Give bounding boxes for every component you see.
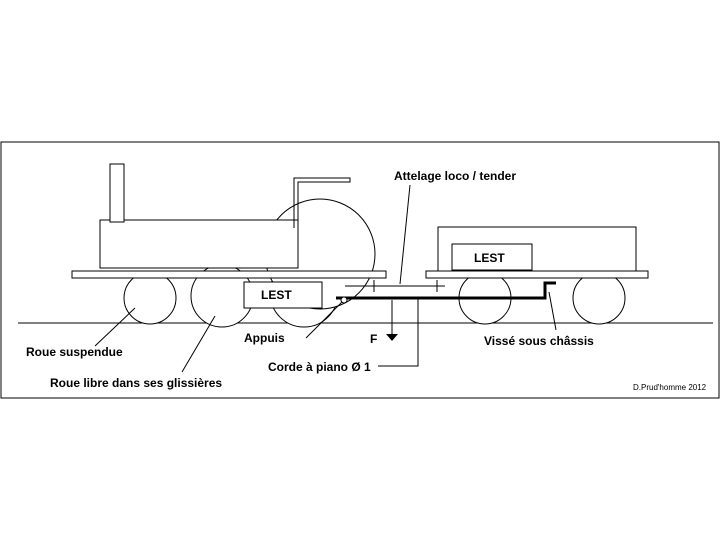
label-visse: Vissé sous châssis: [484, 334, 594, 348]
coupling: [336, 280, 556, 341]
leader-corde: [378, 298, 419, 367]
lest-loco-box: [243, 281, 323, 309]
lest-tender-box: [451, 243, 533, 271]
leader-visse: [548, 291, 557, 331]
loco-wheel-rear: [123, 271, 177, 325]
loco-cab-handrail: [293, 177, 351, 228]
loco-frame: [71, 270, 387, 279]
loco-chimney: [109, 163, 125, 223]
leader-lines: [94, 184, 557, 373]
label-appuis: Appuis: [244, 331, 285, 345]
piano-wire: [336, 281, 556, 300]
label-roue-libre: Roue libre dans ses glissières: [50, 376, 222, 390]
tender-wheel-2: [572, 271, 626, 325]
tender-frame: [425, 270, 649, 279]
label-roue-suspendue: Roue suspendue: [26, 345, 123, 359]
frame: [0, 141, 720, 399]
loco-body: [99, 219, 299, 269]
leader-roue-libre: [181, 315, 216, 373]
leader-appuis: [305, 301, 343, 339]
pivot-point: [340, 296, 348, 304]
leader-attelage: [399, 184, 411, 285]
label-corde: Corde à piano Ø 1: [268, 360, 371, 374]
tender: [425, 226, 649, 325]
force-arrow: [386, 334, 398, 341]
label-force: F: [370, 332, 377, 346]
label-lest-loco: LEST: [261, 288, 292, 302]
leader-roue-suspendue: [94, 307, 136, 347]
locomotive: [71, 163, 387, 328]
label-credit: D.Prud'homme 2012: [633, 383, 707, 392]
label-lest-tender: LEST: [474, 251, 505, 265]
label-attelage: Attelage loco / tender: [394, 169, 516, 183]
